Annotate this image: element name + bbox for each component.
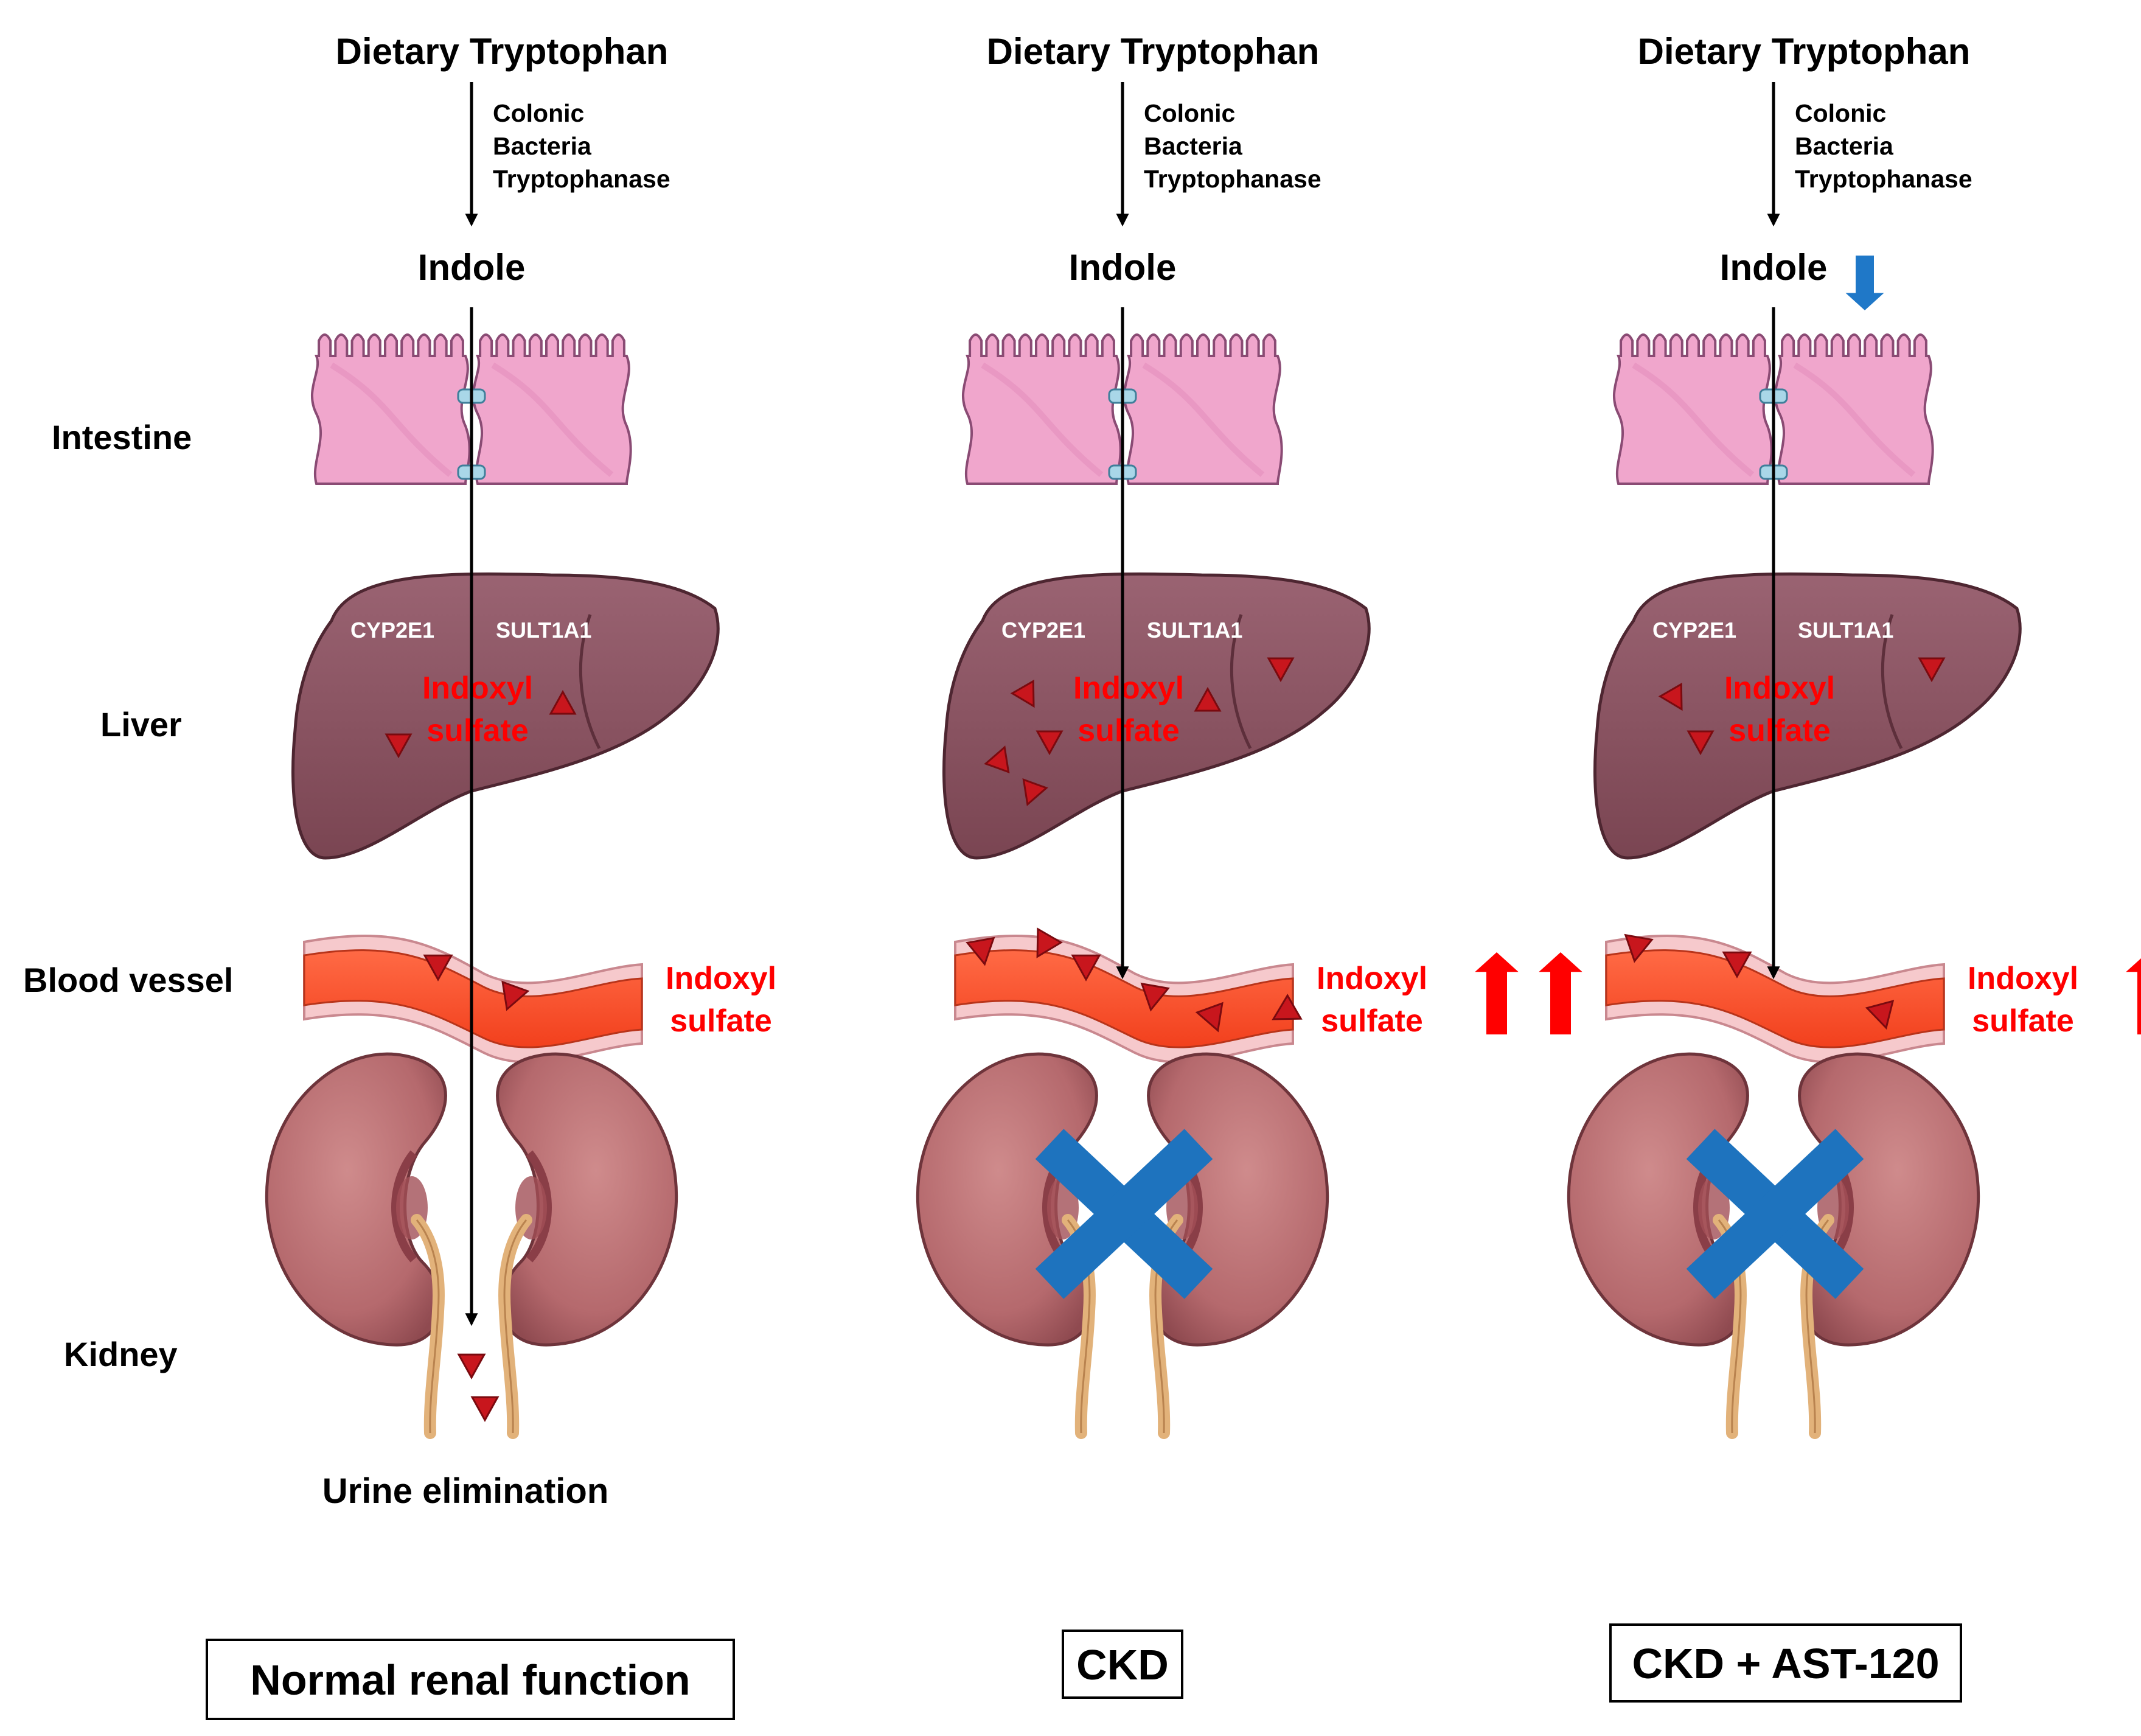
liver-icon [291,572,720,860]
indole-decrease-arrow-icon [1845,256,1884,310]
enzyme-text-line: Tryptophanase [1795,165,1972,193]
row-label-liver: Liver [100,705,182,744]
indoxyl-sulfate-marker [501,980,530,1011]
indoxyl-sulfate-marker [1267,657,1295,683]
dietary-tryptophan-title: Dietary Tryptophan [1638,31,1971,72]
intestine-epithelium-icon [1612,333,1934,485]
dietary-tryptophan-title: Dietary Tryptophan [987,31,1320,72]
blood-vessel-icon [1605,935,1945,1064]
indoxyl-sulfate-increase-arrow-icon [2126,958,2141,1034]
indoxyl-sulfate-marker [385,733,413,759]
indoxyl-sulfate-increase-arrow-icon [1539,952,1582,1034]
indoxyl-sulfate-marker [1687,730,1715,756]
kidney-icon [265,1052,447,1439]
liver-icon [1593,572,2022,860]
indoxyl-sulfate-marker [1071,954,1101,981]
indoxyl-sulfate-marker [1272,994,1303,1020]
kidney-failure-cross-icon [1686,1129,1864,1299]
enzyme-text-line: Tryptophanase [493,165,670,193]
liver-enzyme-cyp2e1: CYP2E1 [1652,618,1736,643]
row-label-kidney: Kidney [64,1335,178,1373]
indole-label: Indole [418,247,526,288]
condition-label: Normal renal function [250,1656,690,1704]
indoxyl-sulfate-marker [1918,657,1946,683]
enzyme-text-line: Colonic [1144,99,1235,127]
indoxyl-sulfate-marker [423,954,453,981]
condition-box [1062,1630,1183,1699]
blood-indoxyl-sulfate-line1: Indoxyl [666,961,776,996]
indoxyl-sulfate-marker [1865,1000,1895,1030]
enzyme-text-line: Colonic [1795,99,1886,127]
intestine-epithelium-icon [961,333,1283,485]
intestine-epithelium-icon [310,333,632,485]
indoxyl-sulfate-marker [470,1396,500,1422]
indoxyl-sulfate-marker [1036,730,1064,756]
liver-enzyme-sult1a1: SULT1A1 [496,618,591,643]
blood-indoxyl-sulfate-line2: sulfate [1321,1003,1423,1039]
indole-label: Indole [1720,247,1828,288]
condition-box [1609,1623,1962,1703]
blood-indoxyl-sulfate-line2: sulfate [1972,1003,2074,1039]
indoxyl-sulfate-marker [1022,778,1048,806]
liver-enzyme-cyp2e1: CYP2E1 [350,618,434,643]
enzyme-text-line: Bacteria [493,132,592,160]
indoxyl-sulfate-marker [1658,682,1683,711]
condition-box [206,1639,735,1720]
row-label-intestine: Intestine [52,418,192,456]
indole-label: Indole [1069,247,1177,288]
column-ckd: Dietary TryptophanColonicBacteriaTryptop… [916,31,1582,1699]
liver-enzyme-sult1a1: SULT1A1 [1798,618,1893,643]
indoxyl-sulfate-marker [1195,1002,1224,1033]
blood-indoxyl-sulfate-line1: Indoxyl [1317,961,1427,996]
liver-indoxyl-sulfate-line1: Indoxyl [422,671,533,706]
liver-indoxyl-sulfate-line1: Indoxyl [1073,671,1184,706]
enzyme-text-line: Bacteria [1795,132,1894,160]
indoxyl-sulfate-marker [1140,982,1170,1012]
indoxyl-sulfate-marker [457,1353,486,1379]
blood-indoxyl-sulfate-line1: Indoxyl [1968,961,2078,996]
liver-indoxyl-sulfate-line2: sulfate [1077,713,1180,748]
indoxyl-sulfate-marker [1036,927,1063,958]
indoxyl-sulfate-increase-arrow-icon [1475,952,1519,1034]
enzyme-text-line: Tryptophanase [1144,165,1321,193]
liver-indoxyl-sulfate-line1: Indoxyl [1724,671,1835,706]
urine-elimination-label: Urine elimination [322,1471,609,1511]
condition-label: CKD + AST-120 [1632,1640,1939,1687]
kidney-failure-cross-icon [1035,1129,1213,1299]
indoxyl-sulfate-marker [549,689,577,715]
row-label-blood-vessel: Blood vessel [23,961,233,999]
liver-indoxyl-sulfate-line2: sulfate [1728,713,1831,748]
indoxyl-sulfate-marker [966,936,995,966]
enzyme-text-line: Bacteria [1144,132,1243,160]
column-normal-renal-function: Dietary TryptophanColonicBacteriaTryptop… [206,31,776,1720]
dietary-tryptophan-title: Dietary Tryptophan [336,31,669,72]
liver-icon [942,572,1371,860]
indoxyl-sulfate-marker [984,745,1010,774]
kidney-icon [496,1052,678,1439]
liver-enzyme-sult1a1: SULT1A1 [1147,618,1242,643]
indoxyl-sulfate-marker [1722,951,1752,978]
indoxyl-sulfate-marker [1194,686,1222,712]
blood-indoxyl-sulfate-line2: sulfate [670,1003,772,1039]
liver-enzyme-cyp2e1: CYP2E1 [1001,618,1085,643]
condition-label: CKD [1076,1641,1169,1689]
indoxyl-sulfate-marker [1010,679,1035,708]
liver-indoxyl-sulfate-line2: sulfate [426,713,529,748]
enzyme-text-line: Colonic [493,99,584,127]
indoxyl-sulfate-marker [1624,933,1654,963]
column-ckd-ast120: Dietary TryptophanColonicBacteriaTryptop… [1567,31,2141,1703]
